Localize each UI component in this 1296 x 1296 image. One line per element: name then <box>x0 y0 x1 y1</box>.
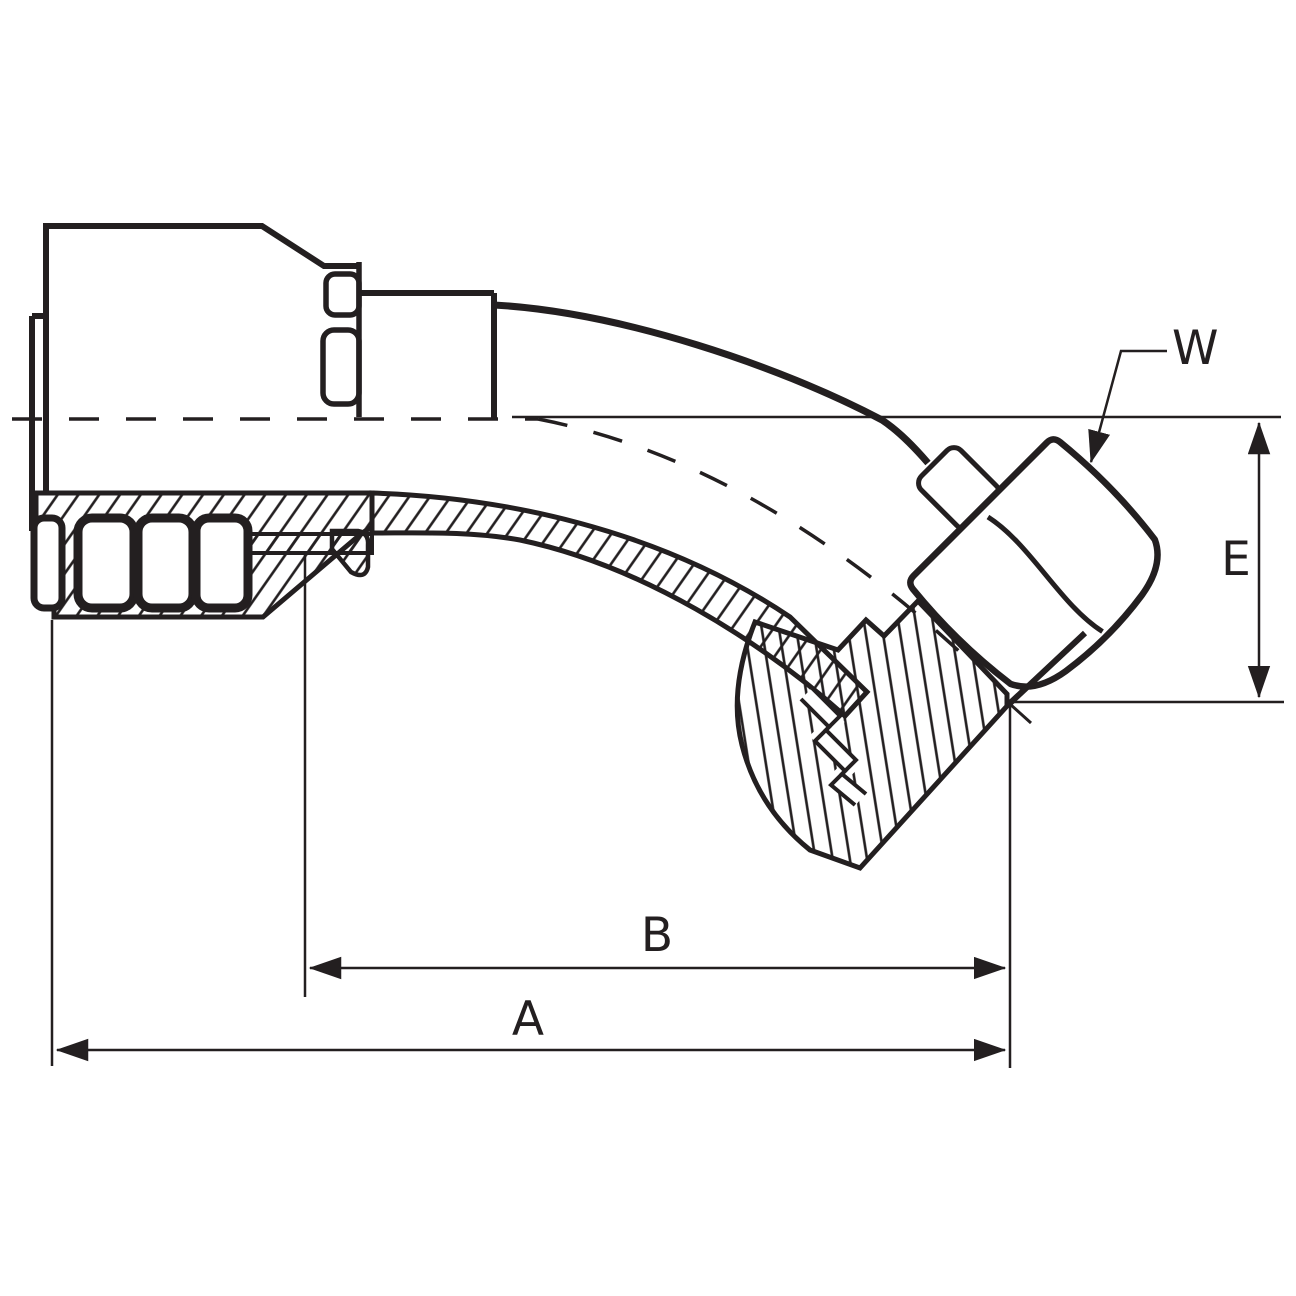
dimension-labels: W E B A <box>512 321 1251 1047</box>
dim-b-label: B <box>641 908 673 963</box>
tube-outer-curve <box>493 301 931 466</box>
dim-e-label: E <box>1221 532 1251 587</box>
dimension-lines <box>55 349 1271 1062</box>
extension-lines <box>50 415 1284 1068</box>
nut-corner-notch <box>1009 703 1033 725</box>
centerline <box>12 417 979 670</box>
socket-outline <box>43 223 359 495</box>
callout-w-label: W <box>1172 321 1218 376</box>
fitting-outline <box>29 223 931 531</box>
nut-hex-edge-line <box>986 514 1104 634</box>
crimp-window <box>191 513 253 613</box>
crimp-windows <box>30 513 253 613</box>
thread-steps <box>799 686 868 807</box>
nut-skirt-line <box>1004 630 1088 709</box>
crimp-window <box>30 514 66 612</box>
collar-tab <box>320 327 362 407</box>
crimp-window <box>133 513 198 613</box>
dim-a-label: A <box>512 992 544 1047</box>
centerline-bend <box>537 417 979 670</box>
collar-tab <box>323 271 362 318</box>
crimp-window <box>73 513 139 613</box>
swivel-nut-group <box>907 436 1161 690</box>
callout-w-leader <box>1088 349 1167 464</box>
body-outline <box>359 290 497 418</box>
